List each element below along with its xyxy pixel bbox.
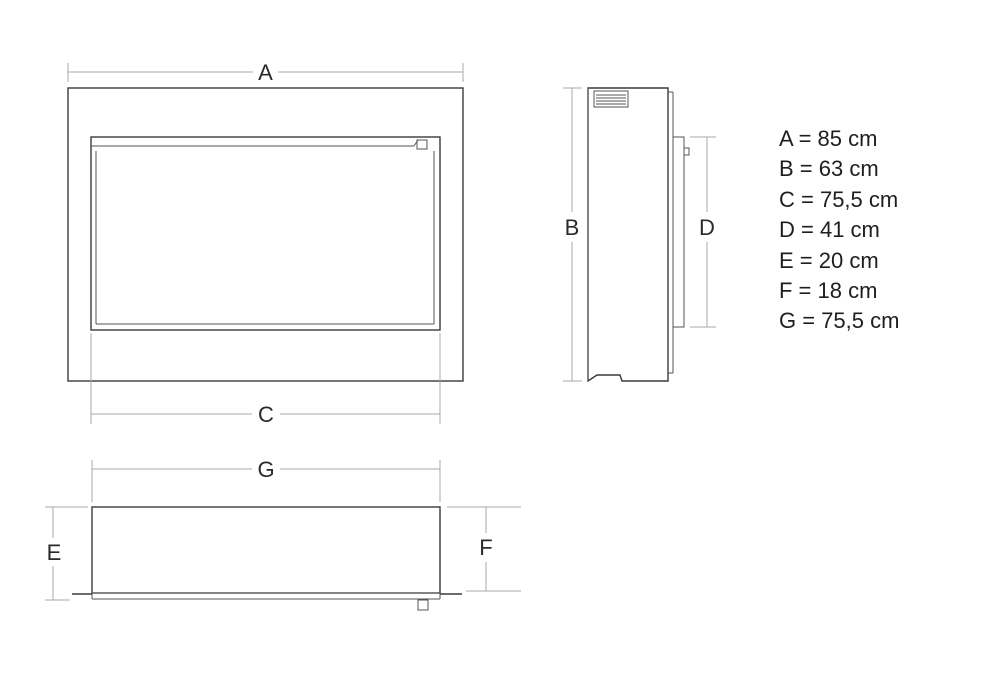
dimension-d: D xyxy=(690,136,716,328)
dimension-g: G xyxy=(91,457,441,502)
dimension-c-label: C xyxy=(258,402,274,427)
dimension-f-label: F xyxy=(479,535,492,560)
side-vent-grille xyxy=(593,90,629,108)
top-view xyxy=(72,506,462,611)
side-bracket-hook xyxy=(683,147,690,156)
legend-item-e: E = 20 cm xyxy=(779,247,879,273)
legend-item-b: B = 63 cm xyxy=(779,156,879,182)
side-view xyxy=(587,87,690,383)
legend-item-g: G = 75,5 cm xyxy=(779,308,900,334)
front-glass-panel xyxy=(90,136,441,331)
dimension-e-label: E xyxy=(47,540,62,565)
top-control-button xyxy=(417,599,429,611)
dimension-a: A xyxy=(67,60,464,85)
dimension-c: C xyxy=(90,333,441,427)
dimensions-legend: A = 85 cm B = 63 cm C = 75,5 cm D = 41 c… xyxy=(779,124,899,337)
front-control-button xyxy=(416,139,428,150)
legend-item-c: C = 75,5 cm xyxy=(779,186,899,212)
dimension-f: F xyxy=(447,506,521,592)
legend-item-f: F = 18 cm xyxy=(779,278,878,304)
dimension-b-label: B xyxy=(565,215,580,240)
dimension-g-label: G xyxy=(257,457,274,482)
dimension-d-label: D xyxy=(699,215,715,240)
legend-item-d: D = 41 cm xyxy=(779,217,880,243)
dimension-b: B xyxy=(563,87,582,382)
dimension-e: E xyxy=(45,506,88,601)
top-body-outline xyxy=(91,506,441,594)
dimension-a-label: A xyxy=(258,60,273,85)
front-view xyxy=(67,87,464,382)
front-frame-outline xyxy=(67,87,464,382)
legend-item-a: A = 85 cm xyxy=(779,126,878,151)
side-mounting-bracket xyxy=(672,136,685,328)
side-body-outline xyxy=(587,87,669,383)
